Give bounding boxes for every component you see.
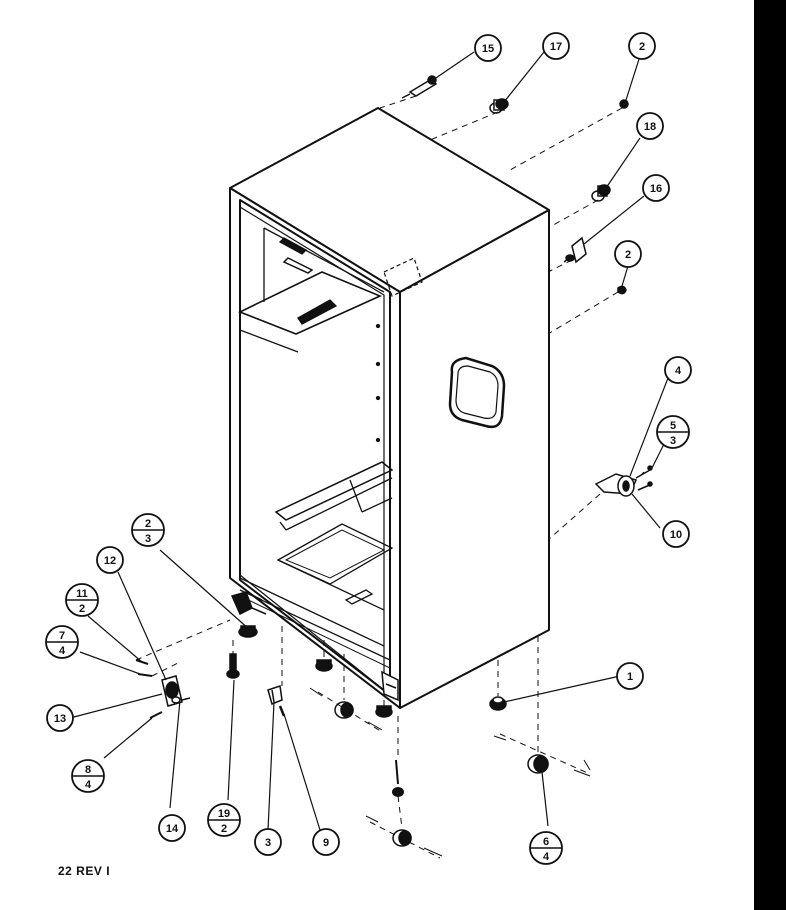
front-right-bracket <box>381 670 399 702</box>
part-19-leveling-screw <box>226 653 240 679</box>
callout-label: 6 <box>543 836 549 848</box>
top-corner-cutout <box>383 257 423 297</box>
callout-label: 19 <box>218 808 230 820</box>
callout-label: 4 <box>59 645 66 657</box>
front-left-bracket <box>230 591 267 616</box>
callout-c18: 18 <box>636 112 664 140</box>
callout-label: 1 <box>627 671 633 683</box>
callout-label: 3 <box>145 533 151 545</box>
cabinet-body <box>229 107 550 709</box>
callout-c9: 9 <box>312 828 340 856</box>
callout-c16: 16 <box>642 174 670 202</box>
callout-c8_4: 84 <box>71 759 105 793</box>
callout-c6_4: 64 <box>529 831 563 865</box>
part-roller-screws <box>392 759 404 797</box>
callout-label: 9 <box>323 837 329 849</box>
callout-label: 16 <box>650 183 662 195</box>
cabinet-interior <box>238 227 394 669</box>
callout-circle <box>614 240 642 268</box>
callout-label: 2 <box>145 518 151 530</box>
callout-label: 2 <box>639 41 645 53</box>
part-6-roller-rear <box>527 754 549 774</box>
callout-c10: 10 <box>662 520 690 548</box>
callout-label: 4 <box>675 365 682 377</box>
callout-circle <box>542 32 570 60</box>
part-2-nut-side <box>617 285 627 295</box>
callout-label: 8 <box>85 764 91 776</box>
side-window <box>448 356 506 429</box>
callout-circle <box>46 704 74 732</box>
part-4-hinge-assembly <box>594 465 653 497</box>
callout-label: 12 <box>104 555 116 567</box>
callout-c2_3: 23 <box>131 513 165 547</box>
callout-label: 11 <box>76 588 88 600</box>
callout-circle <box>158 814 186 842</box>
callout-circle <box>642 174 670 202</box>
callout-circle <box>96 546 124 574</box>
callout-c14: 14 <box>158 814 186 842</box>
part-12-bottom-hinge <box>161 675 191 707</box>
callout-c19_2: 192 <box>207 803 241 837</box>
part-2-nut-top <box>619 99 629 109</box>
callout-label: 7 <box>59 630 65 642</box>
callout-c17: 17 <box>542 32 570 60</box>
part-16-bracket <box>563 236 587 264</box>
callout-label: 14 <box>166 823 179 835</box>
callout-label: 15 <box>482 43 494 55</box>
callout-c4: 4 <box>664 356 692 384</box>
callout-c15: 15 <box>474 34 502 62</box>
callout-label: 10 <box>670 529 682 541</box>
callout-circle <box>254 828 282 856</box>
callout-label: 5 <box>670 420 676 432</box>
part-3-clip <box>267 685 283 706</box>
callout-label: 2 <box>625 249 631 261</box>
part-7-screw <box>137 673 153 677</box>
callout-c5_3: 53 <box>656 415 690 449</box>
drawing-code: 22 REV I <box>58 864 111 878</box>
callout-circle <box>312 828 340 856</box>
callout-c13: 13 <box>46 704 74 732</box>
callout-c2a: 2 <box>628 32 656 60</box>
part-15-hinge-pin <box>401 75 438 99</box>
callout-circle <box>662 520 690 548</box>
callout-label: 18 <box>644 121 656 133</box>
callout-c7_4: 74 <box>45 625 79 659</box>
callout-c2b: 2 <box>614 240 642 268</box>
part-18-plug <box>591 184 611 202</box>
part-leg-front-left <box>238 625 258 638</box>
callout-label: 4 <box>543 851 550 863</box>
callout-label: 2 <box>221 823 227 835</box>
callout-leaders <box>69 51 669 831</box>
callout-c12: 12 <box>96 546 124 574</box>
callout-c11_2: 112 <box>65 583 99 617</box>
callout-label: 3 <box>265 837 271 849</box>
callout-label: 17 <box>550 41 562 53</box>
callout-c1: 1 <box>616 662 644 690</box>
callout-label: 3 <box>670 435 676 447</box>
callout-label: 2 <box>79 603 85 615</box>
callout-c3: 3 <box>254 828 282 856</box>
callout-label: 13 <box>54 713 66 725</box>
callout-circle <box>636 112 664 140</box>
part-leg-front-right <box>375 705 393 718</box>
part-8-screw <box>149 711 163 719</box>
callout-circle <box>664 356 692 384</box>
part-9-screw <box>278 705 286 717</box>
scan-edge-bar <box>754 0 786 910</box>
callout-label: 4 <box>85 779 92 791</box>
callout-circle <box>628 32 656 60</box>
callout-circle <box>474 34 502 62</box>
part-1-nut <box>489 696 507 711</box>
roller-axle-lines <box>309 687 591 857</box>
callout-circle <box>616 662 644 690</box>
part-leg-front-mid <box>315 659 333 672</box>
leader-lines <box>135 95 623 859</box>
